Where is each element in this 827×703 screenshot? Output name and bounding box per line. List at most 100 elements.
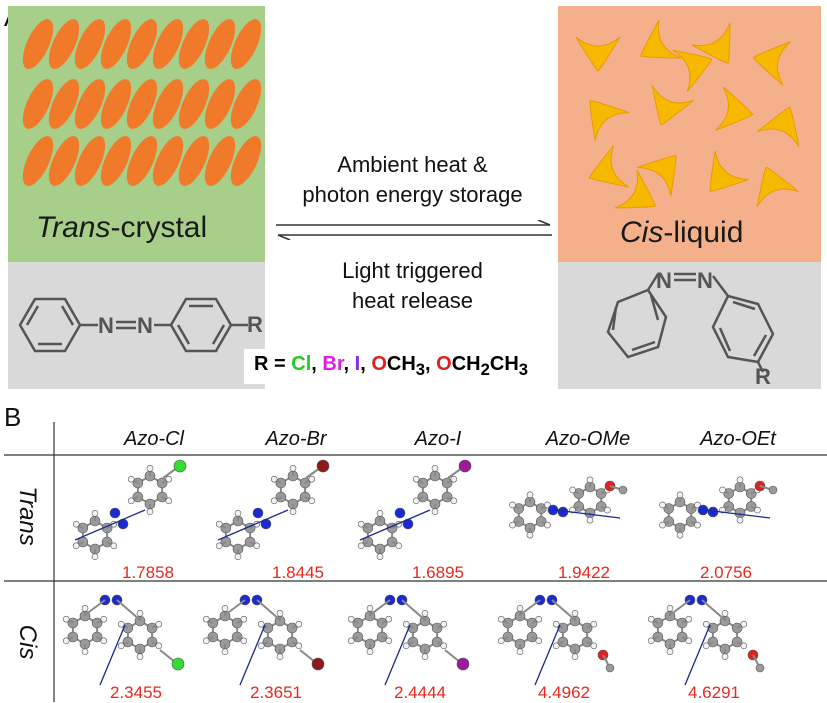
crystal-ellipse bbox=[22, 19, 54, 69]
r-group-list: R = Cl, Br, I, OCH3, OCH2CH3 bbox=[244, 349, 539, 384]
trans-value-azo-i: 1.6895 bbox=[412, 563, 464, 582]
bond bbox=[401, 599, 426, 621]
hydrogen-atom bbox=[740, 642, 748, 650]
hydrogen-atom bbox=[221, 604, 229, 612]
trans-value-azo-cl: 1.7858 bbox=[122, 563, 174, 582]
reference-line bbox=[384, 624, 411, 686]
hydrogen-atom bbox=[155, 642, 163, 650]
hydrogen-atom bbox=[509, 501, 516, 509]
bond bbox=[444, 649, 461, 663]
hydrogen-atom bbox=[402, 642, 410, 650]
hydrogen-atom bbox=[450, 497, 458, 505]
cis-liquid-boomerangs bbox=[575, 19, 800, 209]
hydrogen-atom bbox=[202, 637, 210, 645]
crystal-ellipse bbox=[126, 136, 158, 186]
col-header-azo-ome: Azo-OMe bbox=[545, 428, 631, 450]
hydrogen-atom bbox=[509, 521, 516, 529]
cis-boomerang bbox=[715, 86, 754, 131]
hydrogen-atom bbox=[295, 642, 303, 650]
crystal-ellipse bbox=[100, 19, 132, 69]
hydrogen-atom bbox=[754, 506, 761, 514]
trans-crystal-label: Trans-crystal bbox=[36, 211, 208, 244]
hydrogen-atom bbox=[647, 615, 655, 623]
bond bbox=[305, 467, 321, 479]
substituent-atom bbox=[311, 657, 325, 671]
hydrogen-atom bbox=[366, 604, 374, 612]
substituent-atom bbox=[456, 657, 470, 671]
crystal-ellipse bbox=[48, 136, 80, 186]
hydrogen-atom bbox=[395, 542, 403, 550]
crystal-ellipse bbox=[204, 19, 236, 69]
crystal-ellipse bbox=[100, 136, 132, 186]
hydrogen-atom bbox=[270, 475, 278, 483]
hydrogen-atom bbox=[127, 475, 135, 483]
reference-line bbox=[554, 509, 621, 519]
hydrogen-atom bbox=[516, 648, 524, 656]
bond bbox=[159, 649, 176, 663]
trans-value-azo-br: 1.8445 bbox=[272, 563, 324, 582]
hydrogen-atom bbox=[402, 620, 410, 628]
hydrogen-atom bbox=[117, 620, 125, 628]
trans-value-azo-oet: 2.0756 bbox=[700, 563, 752, 582]
hydrogen-atom bbox=[590, 620, 598, 628]
hydrogen-atom bbox=[552, 642, 560, 650]
hydrogen-atom bbox=[526, 491, 534, 499]
forward-reaction-text: Ambient heat & photon energy storage bbox=[302, 152, 523, 207]
reference-line bbox=[239, 624, 266, 686]
hydrogen-atom bbox=[526, 531, 534, 539]
hydrogen-atom bbox=[676, 491, 684, 499]
hydrogen-atom bbox=[676, 531, 684, 539]
hydrogen-atom bbox=[736, 476, 744, 484]
hydrogen-atom bbox=[421, 653, 429, 661]
hydrogen-atom bbox=[289, 508, 297, 516]
hydrogen-atom bbox=[347, 615, 355, 623]
nitrogen-atom bbox=[252, 507, 264, 519]
hydrogen-atom bbox=[117, 642, 125, 650]
cis-boomerang bbox=[640, 19, 682, 59]
crystal-ellipse bbox=[126, 19, 158, 69]
bond bbox=[519, 599, 541, 616]
hydrogen-atom bbox=[72, 520, 80, 528]
col-header-azo-i: Azo-I bbox=[414, 428, 462, 450]
hydrogen-atom bbox=[91, 553, 99, 561]
carbon-atom bbox=[768, 485, 778, 495]
cis-boomerang bbox=[588, 145, 629, 188]
crystal-ellipse bbox=[178, 79, 210, 129]
substituent-atom bbox=[171, 657, 185, 671]
reference-line bbox=[217, 509, 289, 541]
hydrogen-atom bbox=[666, 648, 674, 656]
hydrogen-atom bbox=[165, 475, 173, 483]
crystal-ellipse bbox=[230, 79, 262, 129]
bond bbox=[162, 467, 178, 479]
cis-value-azo-ome: 4.4962 bbox=[538, 683, 590, 702]
hydrogen-atom bbox=[431, 508, 439, 516]
hydrogen-atom bbox=[295, 620, 303, 628]
trans-value-azo-ome: 1.9422 bbox=[558, 563, 610, 582]
svg-text:N: N bbox=[98, 313, 114, 338]
cis-boomerang bbox=[691, 22, 731, 64]
cis-boomerang bbox=[709, 151, 750, 192]
equilibrium-arrows bbox=[276, 220, 552, 240]
hydrogen-atom bbox=[202, 615, 210, 623]
hydrogen-atom bbox=[366, 648, 374, 656]
bond bbox=[369, 599, 391, 616]
cis-value-azo-i: 2.4444 bbox=[394, 683, 446, 702]
hydrogen-atom bbox=[100, 615, 108, 623]
hydrogen-atom bbox=[72, 542, 80, 550]
crystal-ellipse bbox=[230, 136, 262, 186]
hydrogen-atom bbox=[702, 642, 710, 650]
crystal-ellipse bbox=[22, 79, 54, 129]
cis-value-azo-br: 2.3651 bbox=[250, 683, 302, 702]
bond bbox=[299, 649, 316, 663]
cis-boomerang bbox=[651, 85, 694, 126]
hydrogen-atom bbox=[431, 464, 439, 472]
crystal-ellipse bbox=[100, 79, 132, 129]
hydrogen-atom bbox=[497, 615, 505, 623]
reference-line bbox=[74, 509, 146, 541]
cis-boomerang bbox=[756, 166, 799, 207]
hydrogen-atom bbox=[604, 506, 611, 514]
cis-r-label: R bbox=[755, 364, 771, 389]
reference-line bbox=[534, 624, 561, 686]
